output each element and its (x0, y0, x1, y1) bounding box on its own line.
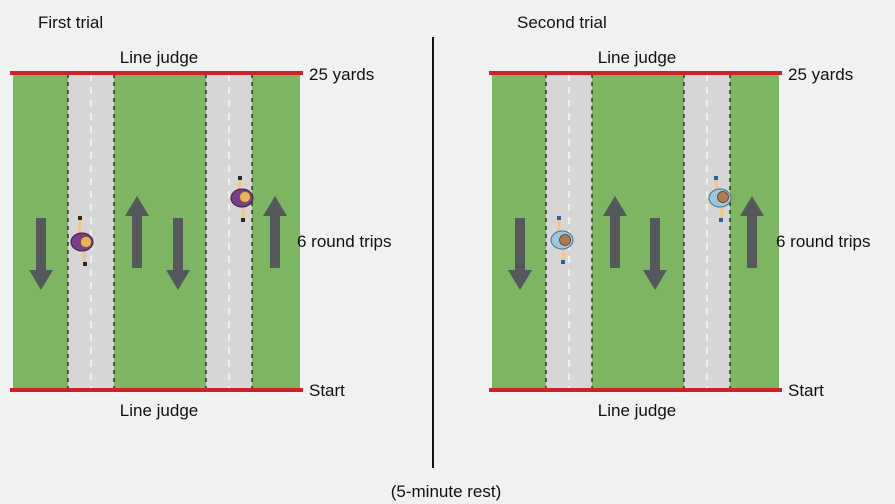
finish-line (489, 71, 782, 75)
line-judge-top-label: Line judge (598, 48, 676, 67)
distance-label: 25 yards (309, 65, 374, 84)
trial-title: Second trial (517, 13, 607, 32)
rest-label: (5-minute rest) (391, 482, 502, 501)
grass-field (13, 72, 300, 390)
round-trips-label: 6 round trips (297, 232, 392, 251)
trial-title: First trial (38, 13, 103, 32)
first-trial-panel: First trial Line judge Line judge 25 yar… (10, 13, 392, 420)
distance-label: 25 yards (788, 65, 853, 84)
start-label: Start (309, 381, 345, 400)
second-trial-panel: Second trial Line judge Line judge 25 ya… (489, 13, 871, 420)
grass-field (492, 72, 779, 390)
start-label: Start (788, 381, 824, 400)
line-judge-top-label: Line judge (120, 48, 198, 67)
start-line (10, 388, 303, 392)
round-trips-label: 6 round trips (776, 232, 871, 251)
start-line (489, 388, 782, 392)
runner-icon (230, 176, 254, 222)
runner-icon (708, 176, 732, 222)
line-judge-bottom-label: Line judge (598, 401, 676, 420)
line-judge-bottom-label: Line judge (120, 401, 198, 420)
finish-line (10, 71, 303, 75)
lane-center-lines (568, 74, 708, 388)
lane-center-lines (90, 74, 230, 388)
runner-icon (550, 216, 574, 264)
runner-icon (70, 216, 94, 266)
